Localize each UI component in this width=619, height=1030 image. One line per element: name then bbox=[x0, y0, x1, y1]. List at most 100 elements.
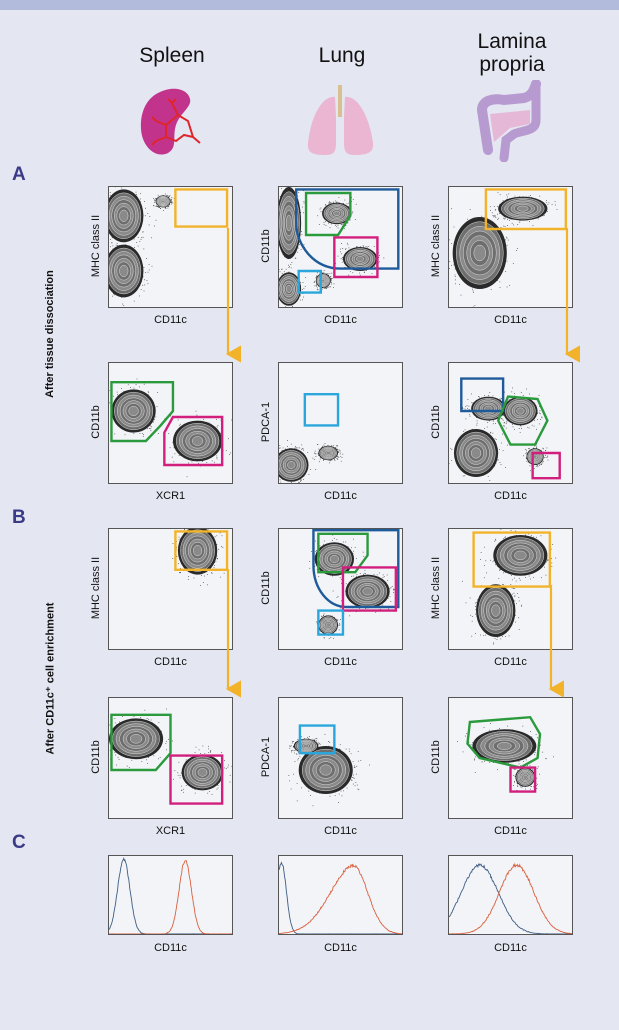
event-dot bbox=[517, 248, 518, 249]
event-dot bbox=[527, 461, 529, 463]
event-dot bbox=[151, 265, 153, 267]
event-dot bbox=[348, 247, 350, 249]
event-dot bbox=[545, 202, 547, 203]
event-dot bbox=[506, 198, 508, 200]
event-dot bbox=[510, 218, 512, 220]
event-dot bbox=[314, 450, 316, 452]
contour-plot bbox=[172, 529, 232, 586]
event-dot bbox=[519, 221, 521, 223]
event-dot bbox=[169, 195, 171, 197]
event-dot bbox=[479, 396, 480, 398]
event-dot bbox=[329, 227, 331, 229]
event-dot bbox=[492, 423, 494, 425]
event-dot bbox=[525, 453, 527, 455]
event-dot bbox=[337, 449, 339, 450]
event-dot bbox=[513, 224, 515, 226]
event-dot bbox=[147, 271, 149, 273]
event-dot bbox=[508, 193, 510, 195]
event-dot bbox=[322, 287, 323, 289]
event-dot bbox=[341, 457, 343, 458]
event-dot bbox=[135, 191, 137, 193]
lung-icon bbox=[307, 85, 374, 155]
event-dot bbox=[529, 393, 530, 395]
event-dot bbox=[492, 395, 494, 397]
event-dot bbox=[323, 271, 325, 273]
event-dot bbox=[341, 243, 342, 244]
population-contour bbox=[498, 196, 548, 221]
event-dot bbox=[213, 567, 215, 569]
population-contour bbox=[322, 202, 352, 225]
event-dot bbox=[543, 448, 544, 450]
event-dot bbox=[140, 239, 142, 240]
section-label-b: B bbox=[12, 507, 26, 528]
event-dot bbox=[502, 200, 504, 202]
event-dot bbox=[536, 418, 538, 420]
event-dot bbox=[167, 205, 168, 207]
event-dot bbox=[546, 456, 548, 458]
event-dot bbox=[506, 236, 507, 238]
event-dot bbox=[305, 277, 307, 278]
event-dot bbox=[352, 211, 354, 213]
event-dot bbox=[509, 398, 511, 400]
event-dot bbox=[359, 246, 361, 248]
event-dot bbox=[533, 468, 535, 469]
event-dot bbox=[499, 449, 500, 451]
event-dot bbox=[330, 460, 331, 462]
event-dot bbox=[109, 194, 111, 196]
event-dot bbox=[290, 443, 292, 445]
event-dot bbox=[297, 195, 299, 197]
x-axis-label: CD11c bbox=[154, 314, 187, 326]
event-dot bbox=[203, 582, 204, 583]
dot-plot-a-lung-2 bbox=[278, 362, 403, 484]
event-dot bbox=[494, 465, 496, 467]
event-dot bbox=[188, 576, 189, 577]
event-dot bbox=[503, 422, 505, 424]
event-dot bbox=[464, 475, 466, 477]
event-dot bbox=[114, 433, 116, 435]
event-dot bbox=[323, 224, 325, 225]
event-dot bbox=[502, 419, 504, 421]
event-dot bbox=[195, 410, 197, 412]
event-dot bbox=[281, 272, 283, 274]
event-dot bbox=[142, 432, 143, 434]
event-dot bbox=[302, 448, 304, 449]
event-dot bbox=[342, 453, 344, 455]
event-dot bbox=[509, 219, 510, 221]
event-dot bbox=[529, 465, 531, 467]
event-dot bbox=[109, 402, 111, 404]
event-dot bbox=[476, 422, 478, 424]
event-dot bbox=[539, 405, 540, 407]
event-dot bbox=[491, 212, 493, 214]
event-dot bbox=[531, 424, 533, 426]
event-dot bbox=[487, 422, 489, 423]
event-dot bbox=[329, 202, 330, 204]
event-dot bbox=[325, 221, 326, 222]
event-dot bbox=[220, 576, 222, 578]
event-dot bbox=[497, 191, 499, 193]
event-dot bbox=[319, 461, 320, 463]
event-dot bbox=[499, 194, 501, 196]
event-dot bbox=[489, 480, 491, 481]
event-dot bbox=[547, 459, 549, 461]
event-dot bbox=[140, 289, 142, 290]
event-dot bbox=[201, 575, 202, 576]
event-dot bbox=[490, 289, 492, 290]
event-dot bbox=[152, 421, 154, 422]
event-dot bbox=[340, 251, 341, 253]
event-dot bbox=[186, 476, 188, 478]
event-dot bbox=[303, 244, 305, 246]
event-dot bbox=[171, 199, 172, 200]
event-dot bbox=[335, 224, 336, 226]
event-dot bbox=[503, 225, 505, 227]
event-dot bbox=[290, 267, 292, 269]
column-title-lamina-propria: Lamina propria bbox=[432, 30, 592, 76]
event-dot bbox=[451, 208, 453, 210]
event-dot bbox=[155, 199, 157, 201]
event-dot bbox=[503, 217, 505, 219]
event-dot bbox=[529, 221, 530, 222]
event-dot bbox=[221, 545, 223, 547]
event-dot bbox=[172, 202, 174, 204]
event-dot bbox=[114, 294, 115, 296]
event-dot bbox=[541, 416, 543, 418]
event-dot bbox=[220, 432, 221, 434]
